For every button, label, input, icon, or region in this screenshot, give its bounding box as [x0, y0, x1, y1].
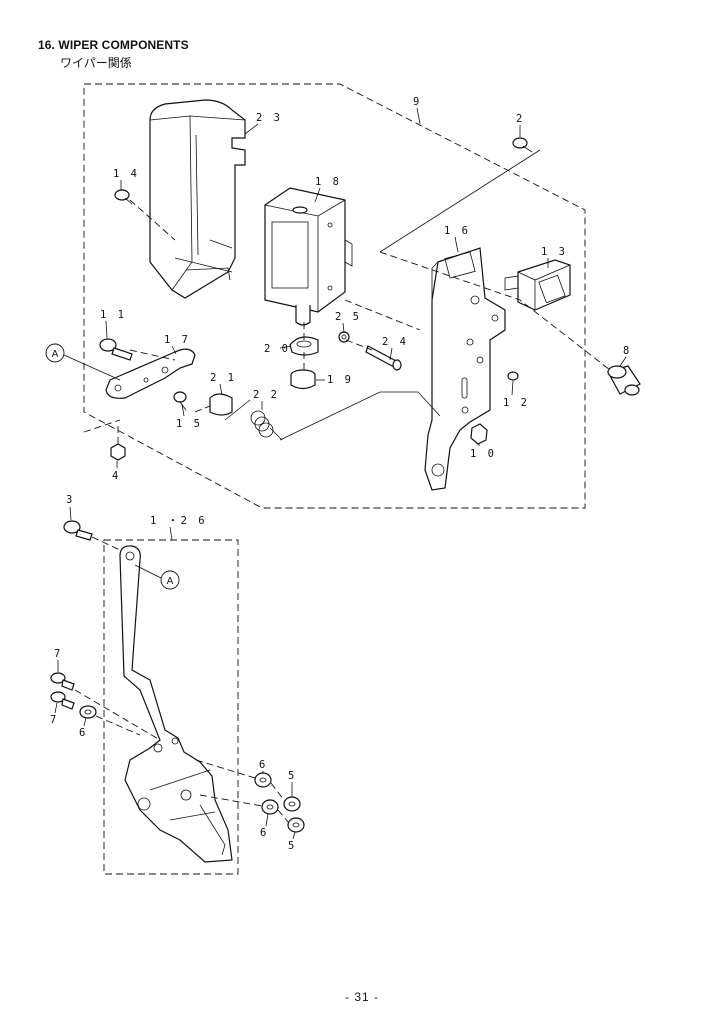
label-part-7a: 7 [54, 648, 63, 660]
assembly-boundary-lower [103, 539, 239, 875]
label-part-20: 2 0 [264, 343, 290, 355]
label-part-13: 1 3 [541, 246, 567, 258]
label-part-3: 3 [66, 494, 75, 506]
part-23-cover [149, 99, 246, 299]
svg-text:A: A [167, 576, 174, 587]
part-10-nut [470, 423, 488, 445]
part-16-bracket [424, 247, 506, 491]
label-part-14: 1 4 [113, 168, 139, 180]
part-13-switch [504, 259, 571, 311]
label-part-4: 4 [112, 470, 121, 482]
part-15-collar [173, 391, 187, 411]
label-part-6-lower: 6 [260, 827, 269, 839]
callout-a-lower: A [134, 564, 180, 590]
label-part-25: 2 5 [335, 311, 361, 323]
part-4-nut [110, 443, 126, 461]
label-part-21: 2 1 [210, 372, 236, 384]
part-7-screw-a [50, 672, 75, 691]
label-part-24: 2 4 [382, 336, 408, 348]
label-part-15: 1 5 [176, 418, 202, 430]
svg-text:A: A [52, 349, 59, 360]
label-part-6-left: 6 [79, 727, 88, 739]
label-part-5-lower: 5 [288, 840, 297, 852]
part-8-knob [607, 365, 641, 396]
label-part-23: 2 3 [256, 112, 282, 124]
part-5-washer-lower [287, 817, 305, 833]
part-11-screw [99, 338, 133, 361]
part-3-screw [63, 520, 93, 541]
label-part-11: 1 1 [100, 309, 126, 321]
label-part-1-26: 1 ・2 6 [150, 515, 207, 527]
label-part-6-upper: 6 [259, 759, 268, 771]
label-part-5-upper: 5 [288, 770, 297, 782]
label-part-9: 9 [413, 96, 422, 108]
assembly-boundary-upper [83, 83, 586, 509]
part-6-washer-upper [254, 772, 272, 788]
label-part-12: 1 2 [503, 397, 529, 409]
page-subtitle: ワイパー関係 [60, 56, 132, 70]
part-2-screw [512, 137, 533, 153]
part-6-washer-lower [261, 799, 279, 815]
label-part-16: 1 6 [444, 225, 470, 237]
page-header: 16. WIPER COMPONENTS ワイパー関係 [38, 38, 189, 71]
label-part-7b: 7 [50, 714, 59, 726]
part-18-solenoid [264, 187, 353, 326]
part-12-screw [507, 371, 519, 381]
callout-a-upper: A [45, 343, 121, 381]
part-20-ring [289, 336, 319, 356]
part-19-cap [290, 369, 316, 390]
part-7-screw-b [50, 691, 75, 710]
part-6-washer-left [79, 705, 97, 719]
part-1-lever-assembly [119, 545, 233, 863]
label-part-8: 8 [623, 345, 632, 357]
part-24-pin [365, 345, 402, 371]
page-title: 16. WIPER COMPONENTS [38, 38, 189, 52]
label-part-10: 1 0 [470, 448, 496, 460]
label-part-18: 1 8 [315, 176, 341, 188]
part-22-spring [224, 399, 274, 438]
part-14-screw [114, 189, 133, 205]
part-17-link [105, 348, 196, 399]
part-5-washer-upper [283, 796, 301, 812]
label-part-17: 1 7 [164, 334, 190, 346]
label-part-22: 2 2 [253, 389, 279, 401]
label-part-2: 2 [516, 113, 525, 125]
page-number: - 31 - [344, 990, 379, 1004]
label-part-19: 1 9 [327, 374, 353, 386]
part-21-collar [209, 393, 233, 416]
